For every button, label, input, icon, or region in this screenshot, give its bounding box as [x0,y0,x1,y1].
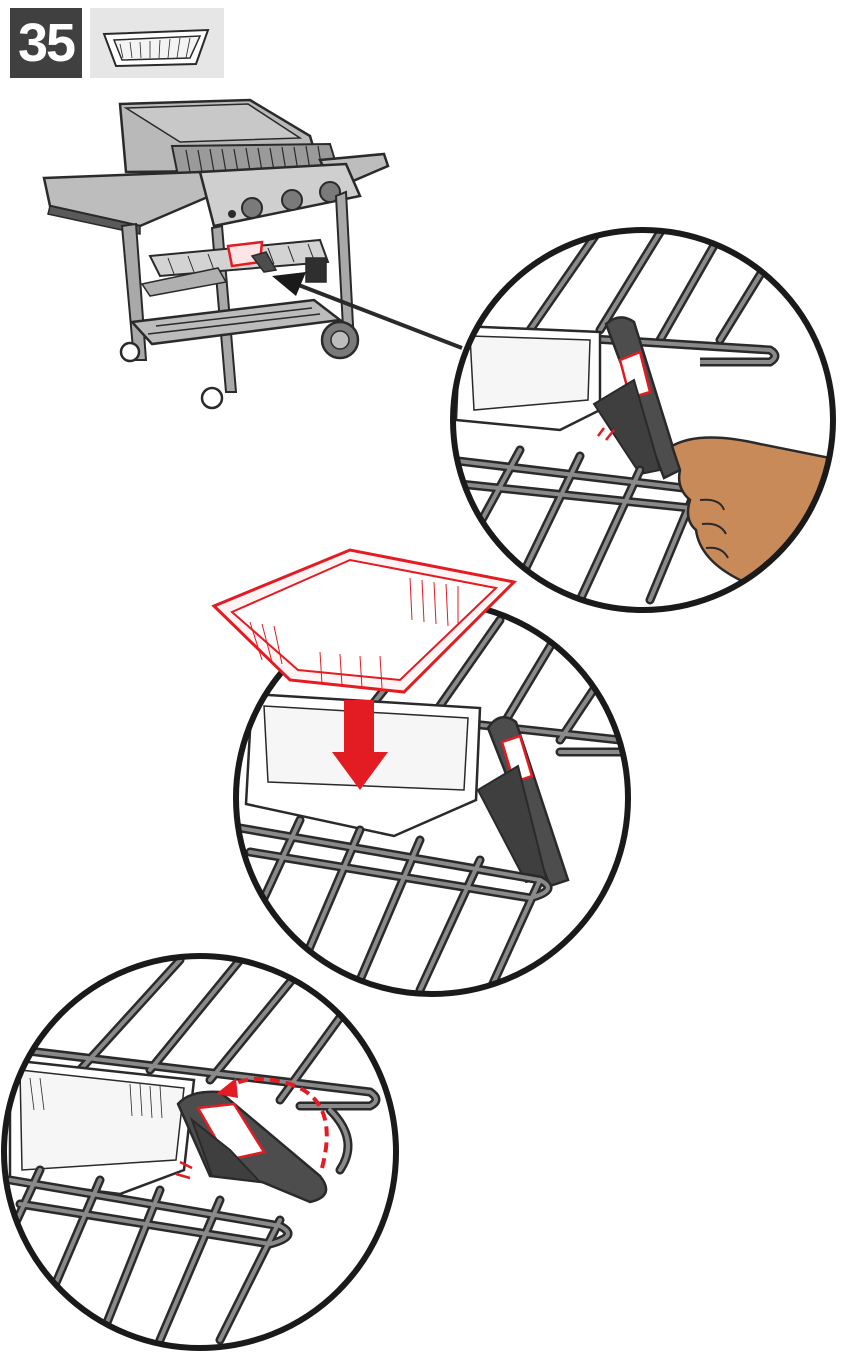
zoom-insert-pan [214,550,628,994]
grill-overview [44,100,462,408]
zoom-close-holder [0,956,396,1348]
callout-arrowhead [272,272,306,296]
zoom-lift-holder [450,200,840,610]
